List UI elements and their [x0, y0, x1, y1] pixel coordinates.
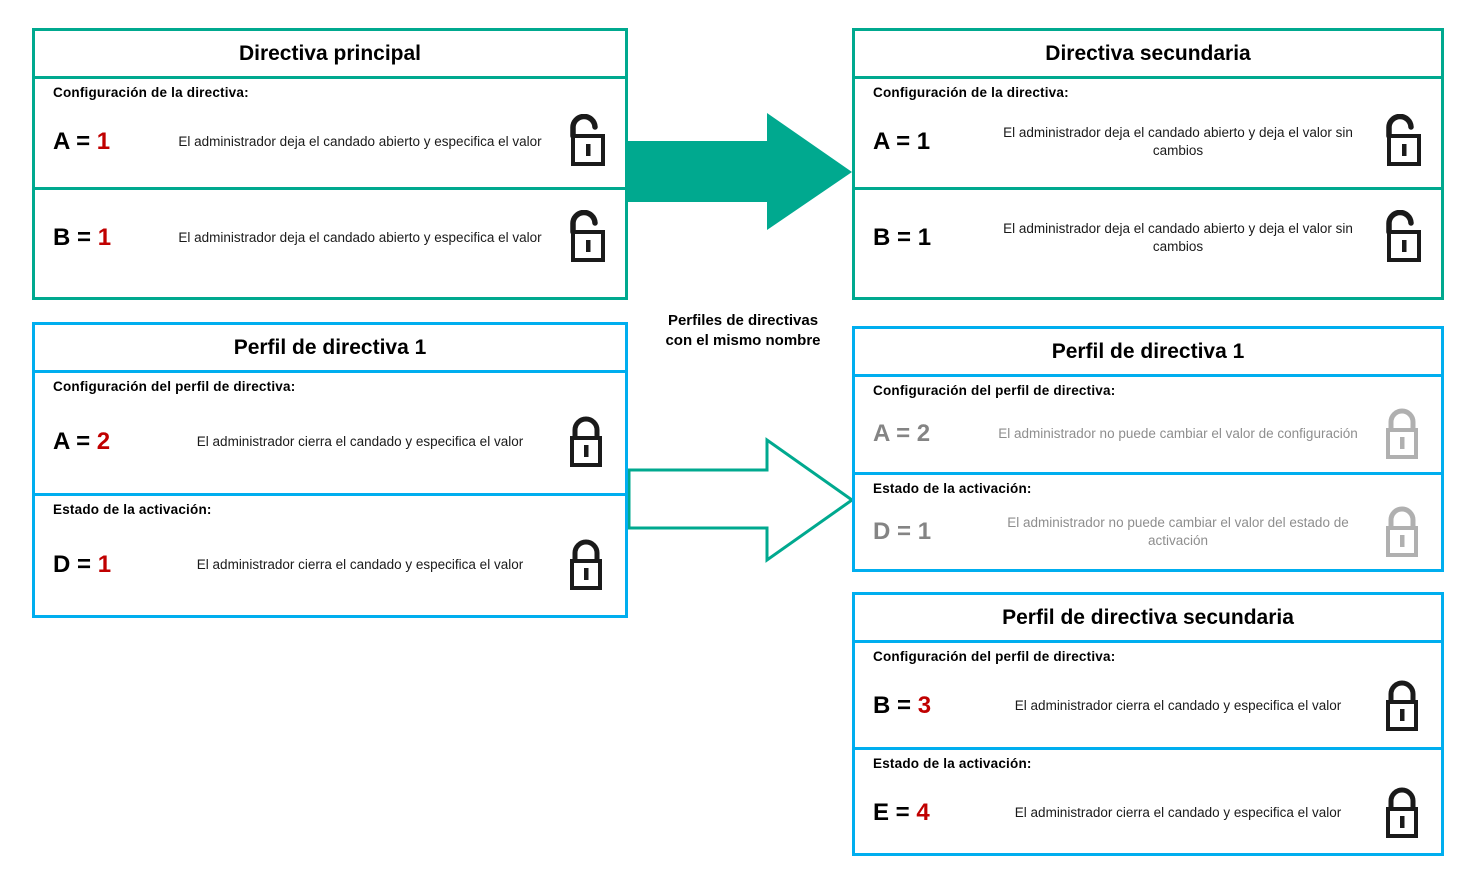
- setting-key-value: E = 4: [873, 799, 985, 827]
- section-label: Configuración del perfil de directiva:: [873, 383, 1116, 398]
- card-secondary-policy-profile: Perfil de directiva secundaria Configura…: [852, 592, 1444, 856]
- setting-description: El administrador cierra el candado y esp…: [196, 433, 524, 449]
- setting-row: D = 1 El administrador cierra el candado…: [53, 537, 617, 593]
- card-title: Perfil de directiva secundaria: [855, 595, 1441, 643]
- setting-row: A = 1 El administrador deja el candado a…: [873, 114, 1433, 170]
- setting-key-value: A = 2: [53, 428, 165, 456]
- unlocked-icon: [555, 114, 617, 170]
- setting-key: B =: [53, 224, 98, 251]
- setting-row: A = 2 El administrador no puede cambiar …: [873, 406, 1433, 462]
- setting-description: El administrador no puede cambiar el val…: [1007, 514, 1349, 548]
- center-caption-line-2: con el mismo nombre: [665, 331, 821, 349]
- locked-icon-disabled: [1371, 504, 1433, 560]
- section-policy-setting-b: B = 1 El administrador deja el candado a…: [855, 187, 1441, 270]
- setting-key: B =: [873, 692, 918, 719]
- section-profile-config: Configuración del perfil de directiva: A…: [855, 377, 1441, 472]
- setting-value: 1: [97, 224, 112, 251]
- setting-description: El administrador cierra el candado y esp…: [1014, 697, 1342, 713]
- setting-value: 1: [917, 224, 932, 251]
- setting-key-value: A = 2: [873, 420, 985, 448]
- solid-arrow-primary-to-secondary: [627, 113, 852, 230]
- section-label: Estado de la activación:: [873, 756, 1032, 771]
- setting-description: El administrador deja el candado abierto…: [178, 133, 542, 149]
- setting-row: A = 1 El administrador deja el candado a…: [53, 114, 617, 170]
- setting-description: El administrador no puede cambiar el val…: [998, 425, 1358, 441]
- setting-value: 3: [917, 692, 932, 719]
- setting-row: B = 1 El administrador deja el candado a…: [873, 210, 1433, 266]
- setting-key-value: B = 3: [873, 692, 985, 720]
- section-policy-config: Configuración de la directiva: A = 1 El …: [35, 79, 625, 187]
- setting-value: 2: [96, 428, 111, 455]
- setting-key: D =: [53, 551, 98, 578]
- setting-key-value: D = 1: [53, 551, 165, 579]
- card-title: Directiva secundaria: [855, 31, 1441, 79]
- center-caption: Perfiles de directivas con el mismo nomb…: [645, 311, 841, 350]
- locked-icon: [555, 414, 617, 470]
- section-profile-config: Configuración del perfil de directiva: A…: [35, 373, 625, 493]
- locked-icon-disabled: [1371, 406, 1433, 462]
- setting-description: El administrador deja el candado abierto…: [1003, 124, 1353, 158]
- card-policy-profile-1-right: Perfil de directiva 1 Configuración del …: [852, 326, 1444, 572]
- unlocked-icon: [555, 210, 617, 266]
- setting-key: A =: [53, 428, 97, 455]
- setting-value: 1: [96, 128, 111, 155]
- setting-key: D =: [873, 518, 918, 545]
- section-label: Configuración de la directiva:: [873, 85, 1069, 100]
- setting-key: E =: [873, 799, 917, 826]
- center-caption-line-1: Perfiles de directivas: [667, 312, 819, 329]
- setting-description: El administrador cierra el candado y esp…: [1014, 804, 1342, 820]
- setting-description: El administrador cierra el candado y esp…: [196, 556, 524, 572]
- setting-value: 1: [916, 128, 931, 155]
- section-profile-config: Configuración del perfil de directiva: B…: [855, 643, 1441, 747]
- setting-key: A =: [873, 128, 917, 155]
- setting-row: D = 1 El administrador no puede cambiar …: [873, 504, 1433, 560]
- setting-row: A = 2 El administrador cierra el candado…: [53, 414, 617, 470]
- locked-icon: [555, 537, 617, 593]
- card-title: Perfil de directiva 1: [35, 325, 625, 373]
- setting-key-value: B = 1: [53, 224, 165, 252]
- section-activation-state: Estado de la activación: D = 1 El admini…: [855, 472, 1441, 569]
- card-title: Perfil de directiva 1: [855, 329, 1441, 377]
- section-label: Estado de la activación:: [873, 481, 1032, 496]
- locked-icon: [1371, 785, 1433, 841]
- setting-row: E = 4 El administrador cierra el candado…: [873, 785, 1433, 841]
- outlined-arrow-profile-to-profile: [627, 437, 855, 563]
- setting-key-value: A = 1: [873, 128, 985, 156]
- section-label: Configuración del perfil de directiva:: [873, 649, 1116, 664]
- setting-description: El administrador deja el candado abierto…: [1003, 220, 1353, 254]
- setting-key: B =: [873, 224, 918, 251]
- setting-key-value: D = 1: [873, 518, 985, 546]
- section-label: Configuración del perfil de directiva:: [53, 379, 296, 394]
- section-policy-config: Configuración de la directiva: A = 1 El …: [855, 79, 1441, 187]
- setting-value: 1: [917, 518, 932, 545]
- section-label: Estado de la activación:: [53, 502, 212, 517]
- setting-row: B = 3 El administrador cierra el candado…: [873, 678, 1433, 734]
- card-primary-policy: Directiva principal Configuración de la …: [32, 28, 628, 300]
- setting-value: 2: [916, 420, 931, 447]
- section-label: Configuración de la directiva:: [53, 85, 249, 100]
- section-activation-state: Estado de la activación: E = 4 El admini…: [855, 747, 1441, 852]
- setting-key-value: B = 1: [873, 224, 985, 252]
- section-activation-state: Estado de la activación: D = 1 El admini…: [35, 493, 625, 603]
- setting-key: A =: [53, 128, 97, 155]
- card-secondary-policy: Directiva secundaria Configuración de la…: [852, 28, 1444, 300]
- setting-row: B = 1 El administrador deja el candado a…: [53, 210, 617, 266]
- locked-icon: [1371, 678, 1433, 734]
- unlocked-icon: [1371, 114, 1433, 170]
- setting-key: A =: [873, 420, 917, 447]
- setting-description: El administrador deja el candado abierto…: [178, 229, 542, 245]
- card-title: Directiva principal: [35, 31, 625, 79]
- setting-key-value: A = 1: [53, 128, 165, 156]
- card-policy-profile-1-left: Perfil de directiva 1 Configuración del …: [32, 322, 628, 618]
- section-policy-setting-b: B = 1 El administrador deja el candado a…: [35, 187, 625, 270]
- setting-value: 1: [97, 551, 112, 578]
- unlocked-icon: [1371, 210, 1433, 266]
- setting-value: 4: [916, 799, 930, 826]
